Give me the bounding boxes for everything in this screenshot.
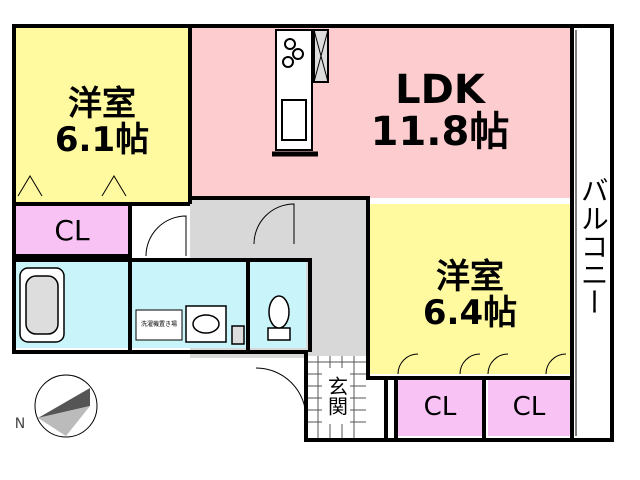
closet-1-label: CL	[54, 214, 90, 248]
western-room-1-size: 6.1帖	[54, 120, 150, 160]
closet-2	[398, 378, 482, 436]
western-room-1-name: 洋室	[68, 84, 136, 125]
bathtub	[19, 267, 65, 343]
closet-1	[14, 204, 130, 256]
western-room-1-label: 洋室 6.1帖	[14, 78, 190, 168]
ldk-size: 11.8帖	[370, 109, 510, 155]
doors	[17, 175, 567, 419]
balcony	[574, 26, 612, 436]
wash-basin	[185, 305, 245, 345]
western-room-1	[14, 26, 190, 204]
toilet-fixture	[267, 295, 291, 341]
washer-space	[135, 309, 183, 341]
ldk-name: LDK	[395, 67, 485, 113]
closet-2-label: CL	[423, 392, 457, 423]
balcony-label: バルコニー	[576, 176, 610, 316]
north-label: N	[14, 415, 26, 432]
ldk-label: LDK 11.8帖	[340, 56, 540, 166]
kitchen-counter	[272, 29, 329, 157]
western-room-2-name: 洋室	[436, 257, 504, 298]
western-room-2	[370, 204, 570, 374]
compass-icon	[34, 374, 98, 438]
washer-space-label: 洗濯機置き場	[140, 320, 177, 328]
walls	[12, 24, 614, 442]
closet-3-label: CL	[512, 392, 546, 423]
western-room-2-size: 6.4帖	[422, 293, 518, 333]
closet-3	[488, 378, 570, 436]
western-room-2-label: 洋室 6.4帖	[370, 246, 570, 346]
entrance-label: 玄関	[322, 368, 350, 424]
ldk-room	[192, 26, 570, 198]
